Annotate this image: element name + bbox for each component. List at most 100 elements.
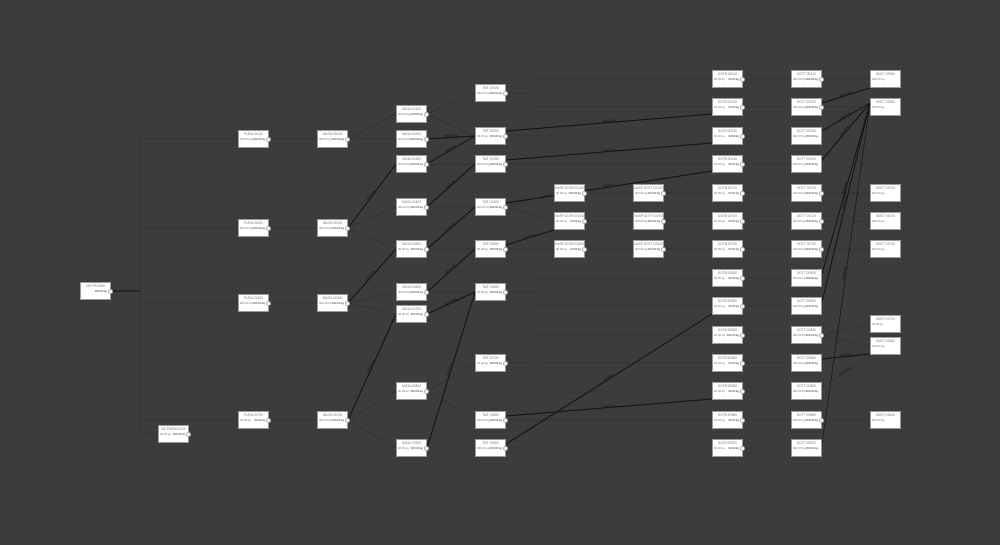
edge-connector[interactable]	[505, 192, 555, 208]
diagram-node-t2[interactable]: TMT 0X200 00.00 kg 000.00 kg	[475, 127, 508, 145]
output-port-handle[interactable]	[345, 226, 350, 231]
output-port-handle[interactable]	[424, 112, 429, 117]
diagram-node-x8[interactable]: MIXAI 0X800 00.00 kg 000.00 kg	[396, 382, 429, 400]
diagram-node-b1[interactable]: DOTB 0R110 00.00 kg 00.00 kg	[712, 70, 745, 88]
edge-connector[interactable]	[821, 334, 871, 347]
diagram-node-c14[interactable]: DOTT 0R870 000.00 kg 000.00 kg	[791, 439, 822, 457]
diagram-node-z4[interactable]: SMCT 0S720 000.00 kg	[870, 212, 901, 230]
output-port-handle[interactable]	[740, 247, 745, 252]
diagram-node-x7[interactable]: MIXAI 0X700 00.00 kg 000.00 kg	[396, 305, 429, 323]
diagram-node-x5[interactable]: MIXAI 0X500 00.00 kg 000.00 kg	[396, 240, 429, 258]
output-port-handle[interactable]	[819, 191, 824, 196]
edge-connector[interactable]	[426, 362, 476, 392]
output-port-handle[interactable]	[740, 418, 745, 423]
edge-connector[interactable]	[426, 135, 476, 165]
edge-connector[interactable]	[426, 163, 476, 208]
edge-connector[interactable]	[426, 248, 476, 293]
edge-connector[interactable]	[821, 102, 871, 303]
diagram-node-c8[interactable]: DOTT 0R810 000.00 kg 000.00 kg	[791, 269, 822, 287]
edge-connector[interactable]	[505, 206, 555, 222]
output-port-handle[interactable]	[503, 162, 508, 167]
edge-connector[interactable]	[347, 291, 397, 304]
diagram-node-p1[interactable]: PURA 0X100 000.00 kg 000.00 kg	[238, 130, 271, 148]
output-port-handle[interactable]	[740, 333, 745, 338]
output-port-handle[interactable]	[186, 432, 191, 437]
output-port-handle[interactable]	[819, 247, 824, 252]
edge-connector[interactable]	[505, 113, 713, 132]
diagram-node-t1[interactable]: TMT 0X100 000.00 kg 000.00 kg	[475, 84, 508, 102]
output-port-handle[interactable]	[740, 219, 745, 224]
output-port-handle[interactable]	[582, 247, 587, 252]
output-port-handle[interactable]	[266, 226, 271, 231]
output-port-handle[interactable]	[740, 191, 745, 196]
edge-connector[interactable]	[426, 135, 476, 140]
output-port-handle[interactable]	[266, 418, 271, 423]
diagram-node-b11[interactable]: DOTB 0R840 00.00 kg 00.00 kg	[712, 354, 745, 372]
output-port-handle[interactable]	[819, 333, 824, 338]
output-port-handle[interactable]	[503, 205, 508, 210]
diagram-node-root[interactable]: CIR PR 0000 000.00 kg	[80, 282, 113, 300]
edge-connector[interactable]	[347, 248, 397, 304]
diagram-node-x1[interactable]: MIXAI 0X100 000.00 kg 000.00 kg	[396, 105, 429, 123]
diagram-node-b8[interactable]: DOTB 0R810 00.00 kg 00.00 kg	[712, 269, 745, 287]
diagram-node-t3[interactable]: TMT 0X300 000.00 kg 000.00 kg	[475, 155, 508, 173]
diagram-node-t4[interactable]: TMT 0X400 000.00 kg 000.00 kg	[475, 198, 508, 216]
edge-connector[interactable]	[505, 229, 555, 246]
output-port-handle[interactable]	[503, 247, 508, 252]
diagram-node-t9[interactable]: TMT 0X900 000.00 kg 000.00 kg	[475, 439, 508, 457]
diagram-node-t6[interactable]: TMT 0X600 00.00 kg 000.00 kg	[475, 283, 508, 301]
edge-connector[interactable]	[821, 353, 871, 360]
diagram-node-c3[interactable]: DOTT 0R130 000.00 kg 000.00 kg	[791, 127, 822, 145]
diagram-node-c2[interactable]: DOTT 0R120 000.00 kg 000.00 kg	[791, 98, 824, 116]
edge-connector[interactable]	[821, 102, 871, 445]
output-port-handle[interactable]	[345, 418, 350, 423]
output-port-handle[interactable]	[819, 418, 824, 423]
output-port-handle[interactable]	[266, 137, 271, 142]
edge-connector[interactable]	[426, 390, 476, 421]
output-port-handle[interactable]	[740, 134, 745, 139]
diagram-node-c7[interactable]: DOTT 0S730 000.00 kg 000.00 kg	[791, 240, 824, 258]
output-port-handle[interactable]	[740, 361, 745, 366]
edge-connector[interactable]	[426, 92, 476, 115]
edge-connector[interactable]	[347, 302, 397, 315]
output-port-handle[interactable]	[424, 205, 429, 210]
edge-connector[interactable]	[426, 206, 476, 250]
diagram-node-b13[interactable]: DOTB 0R860 00.00 kg 00.00 kg	[712, 411, 745, 429]
diagram-node-p3[interactable]: PURA 0X300 000.00 kg 000.00 kg	[238, 294, 271, 312]
diagram-node-z8[interactable]: SMCT 0S610 000.00 kg	[870, 411, 901, 429]
diagram-node-x6[interactable]: MIXAI 0X600 000.00 kg 000.00 kg	[396, 283, 429, 301]
output-port-handle[interactable]	[503, 134, 508, 139]
output-port-handle[interactable]	[661, 191, 666, 196]
diagram-node-b10[interactable]: DOTB 0R830 00.00 kg 000.00 kg	[712, 326, 745, 344]
diagram-node-p4[interactable]: PURA 0X700 00.00 kg 00.00 kg	[238, 411, 271, 429]
edge-connector[interactable]	[821, 357, 871, 388]
diagram-node-s2[interactable]: NASP DOTB 0X200 00.00 kg 00.00 kg	[554, 212, 587, 230]
diagram-node-m4[interactable]: MAITA 0X700 000.00 kg 000.00 kg	[317, 411, 350, 429]
diagram-node-b14[interactable]: DOTB 0R870 00.00 kg 00.00 kg	[712, 439, 745, 457]
diagram-node-z3[interactable]: SMCT 0S710 000.00 kg	[870, 184, 901, 202]
edge-connector[interactable]	[821, 102, 871, 132]
edge-connector[interactable]	[426, 113, 476, 137]
edge-connector[interactable]	[505, 170, 713, 204]
diagram-node-x9[interactable]: MIXAI 0X900 00.00 kg 000.00 kg	[396, 439, 429, 457]
output-port-handle[interactable]	[740, 304, 745, 309]
output-port-handle[interactable]	[503, 361, 508, 366]
diagram-node-x2[interactable]: MIXAI 0X200 000.00 kg 000.00 kg	[396, 130, 429, 148]
diagram-node-b7[interactable]: DOTB 0S730 00.00 kg 00.00 kg	[712, 240, 745, 258]
edge-connector[interactable]	[821, 102, 871, 161]
output-port-handle[interactable]	[740, 389, 745, 394]
diagram-node-b6[interactable]: DOTB 0S720 00.00 kg 00.00 kg	[712, 212, 745, 230]
diagram-node-b5[interactable]: DOTB 0S710 00.00 kg 00.00 kg	[712, 184, 745, 202]
output-port-handle[interactable]	[424, 162, 429, 167]
diagram-node-b2[interactable]: DOTB 0R120 00.00 kg 00.00 kg	[712, 98, 745, 116]
output-port-handle[interactable]	[266, 301, 271, 306]
output-port-handle[interactable]	[661, 247, 666, 252]
edge-connector[interactable]	[505, 398, 713, 417]
output-port-handle[interactable]	[345, 137, 350, 142]
diagram-node-c9[interactable]: DOTT 0R820 000.00 kg 000.00 kg	[791, 297, 822, 315]
output-port-handle[interactable]	[424, 312, 429, 317]
diagram-node-b3[interactable]: DOTB 0R130 00.00 kg 00.00 kg	[712, 127, 745, 145]
output-port-handle[interactable]	[740, 446, 745, 451]
output-port-handle[interactable]	[740, 162, 745, 167]
diagram-node-b12[interactable]: DOTB 0R850 00.00 kg 00.00 kg	[712, 382, 745, 400]
